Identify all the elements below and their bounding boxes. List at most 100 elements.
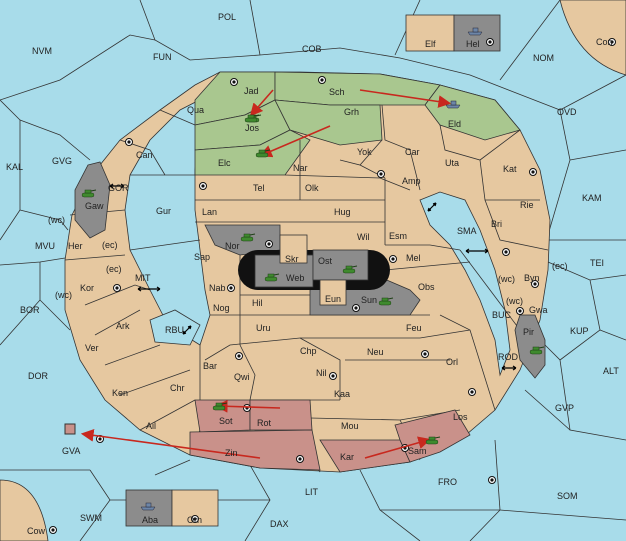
fleet-icon-aba [140, 502, 156, 511]
supply-centers [49, 38, 616, 534]
label-buc: BUC [492, 310, 512, 320]
label-bri: Bri [491, 219, 502, 229]
label-ec-byn: (ec) [552, 261, 568, 271]
label-qua: Qua [187, 105, 204, 115]
label-mit: MIT [135, 273, 151, 283]
army-icon-elc [255, 149, 271, 158]
label-gor: GOR [108, 183, 129, 193]
label-tel: Tel [253, 183, 265, 193]
label-sch: Sch [329, 87, 345, 97]
rbu-sea [149, 309, 201, 346]
label-aba: Aba [142, 515, 158, 525]
label-feu: Feu [406, 323, 422, 333]
label-gvg: GVG [52, 156, 72, 166]
label-skr: Skr [285, 254, 299, 264]
label-wil: Wil [357, 232, 370, 242]
label-car: Car [405, 147, 420, 157]
label-grh: Grh [344, 107, 359, 117]
label-con: Con [596, 37, 613, 47]
label-cow: Cow [27, 526, 46, 536]
label-wc-gaw: (wc) [48, 215, 65, 225]
label-gur: Gur [156, 206, 171, 216]
green-sch [274, 71, 441, 106]
label-uta: Uta [445, 158, 459, 168]
label-web: Web [286, 273, 304, 283]
label-amp: Amp [402, 176, 421, 186]
label-alt: ALT [603, 366, 619, 376]
label-chr: Chr [170, 383, 185, 393]
label-hel: Hel [466, 39, 480, 49]
label-nar: Nar [293, 163, 308, 173]
label-bar: Bar [203, 361, 217, 371]
label-kaa: Kaa [334, 389, 350, 399]
canal-arrows [109, 183, 517, 371]
grey-gaw [74, 161, 111, 239]
labels: POL NVM FUN COB NOM Con OVD KAL GVG KAM … [6, 12, 619, 536]
label-esm: Esm [389, 231, 407, 241]
label-nog: Nog [213, 303, 230, 313]
label-gva: GVA [62, 446, 80, 456]
label-los: Los [453, 412, 468, 422]
label-jos: Jos [245, 123, 260, 133]
label-rot: Rot [257, 418, 272, 428]
label-dor: DOR [28, 371, 49, 381]
label-can: Can [136, 150, 153, 160]
label-ark: Ark [116, 321, 130, 331]
label-gvp: GVP [555, 403, 574, 413]
label-ec-kor: (ec) [106, 264, 122, 274]
label-bor: BOR [20, 305, 40, 315]
label-dax: DAX [270, 519, 289, 529]
label-rod: ROD [498, 352, 519, 362]
fleet-icon-gva [64, 423, 76, 435]
army-icon-sun [378, 297, 394, 306]
label-eun: Eun [325, 294, 341, 304]
label-kat: Kat [503, 164, 517, 174]
label-olk: Olk [305, 183, 319, 193]
label-som: SOM [557, 491, 578, 501]
land-con [559, 0, 626, 76]
label-ec-her: (ec) [102, 240, 118, 250]
label-elc: Elc [218, 158, 231, 168]
label-nor: Nor [225, 241, 240, 251]
label-nil: Nil [316, 368, 327, 378]
label-qwi: Qwi [234, 372, 250, 382]
label-lan: Lan [202, 207, 217, 217]
label-neu: Neu [367, 347, 384, 357]
label-rie: Rie [520, 200, 534, 210]
army-icon-ost [342, 265, 358, 274]
label-sap: Sap [194, 252, 210, 262]
army-icon-pir [529, 346, 545, 355]
label-ovd: OVD [557, 107, 577, 117]
label-kam: KAM [582, 193, 602, 203]
land-ost [312, 249, 369, 281]
label-wc-byn: (wc) [498, 274, 515, 284]
label-wc-kor: (wc) [55, 290, 72, 300]
label-sot: Sot [219, 416, 233, 426]
label-kor: Kor [80, 283, 94, 293]
label-byn: Byn [524, 273, 540, 283]
label-nom: NOM [533, 53, 554, 63]
label-ost: Ost [318, 256, 333, 266]
label-orl: Orl [446, 357, 458, 367]
label-mvu: MVU [35, 241, 55, 251]
label-tei: TEI [590, 258, 604, 268]
land-elf [405, 14, 455, 52]
label-nab: Nab [209, 283, 226, 293]
label-kal: KAL [6, 162, 23, 172]
label-rbu: RBU [165, 325, 184, 335]
land-eun [319, 279, 347, 306]
units [64, 27, 545, 511]
army-icon-sot [212, 402, 228, 411]
army-icon-web [264, 273, 280, 282]
army-icon-nor [240, 233, 256, 242]
label-elf: Elf [425, 39, 436, 49]
label-cob: COB [302, 44, 322, 54]
label-jad: Jad [244, 86, 259, 96]
army-icon-sam [425, 436, 441, 445]
label-wc-gwa: (wc) [506, 296, 523, 306]
label-gaw: Gaw [85, 201, 104, 211]
label-sma: SMA [457, 226, 477, 236]
red-sam [394, 409, 471, 463]
label-lit: LIT [305, 487, 319, 497]
